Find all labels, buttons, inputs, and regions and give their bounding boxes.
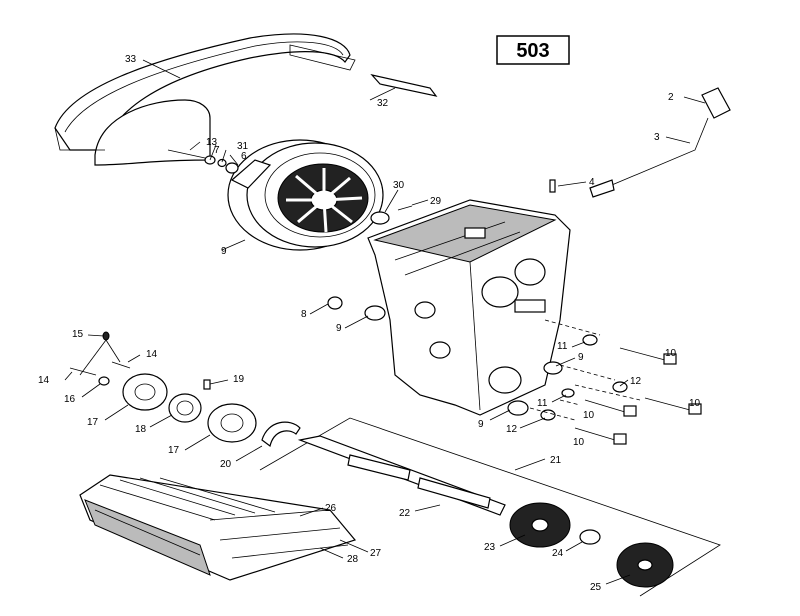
- callout-16: 16: [64, 394, 76, 405]
- callout-9-washer: 9: [336, 323, 342, 334]
- callout-10-right: 10: [689, 398, 701, 409]
- driven-pulley: [227, 139, 384, 251]
- callout-20: 20: [220, 459, 232, 470]
- callout-29: 29: [430, 196, 442, 207]
- callout-9-lower: 9: [478, 419, 484, 430]
- page-number: 503: [516, 40, 549, 62]
- callout-4: 4: [589, 177, 595, 188]
- callout-26: 26: [325, 503, 337, 514]
- callout-3: 3: [654, 132, 660, 143]
- drive-axle: [259, 417, 721, 597]
- callout-13: 13: [206, 137, 218, 148]
- callout-11-lower: 11: [537, 398, 548, 409]
- callout-18: 18: [135, 424, 147, 435]
- leader-lines: [64, 59, 706, 585]
- drive-belt: [54, 33, 356, 166]
- callout-14-right: 14: [146, 349, 158, 360]
- track-section: [79, 474, 357, 581]
- callout-12-lower: 12: [506, 424, 518, 435]
- callout-17-left: 17: [87, 417, 99, 428]
- callout-labels: 33 32 2 3 4 13 7 31 6 9 30 29 8 9 11 10 …: [38, 54, 701, 593]
- callout-24: 24: [552, 548, 564, 559]
- callout-31: 31: [237, 141, 249, 152]
- callout-17-right: 17: [168, 445, 180, 456]
- shift-lever: [589, 87, 731, 198]
- nut-and-washers: [327, 296, 386, 321]
- callout-32: 32: [377, 98, 389, 109]
- callout-25: 25: [590, 582, 602, 593]
- right-bolts: [507, 319, 702, 445]
- callout-33: 33: [125, 54, 137, 65]
- callout-19: 19: [233, 374, 245, 385]
- bearing-group: [69, 331, 301, 448]
- pulley-spokes: [286, 168, 363, 233]
- callout-2: 2: [668, 92, 674, 103]
- callout-10-mid: 10: [583, 410, 595, 421]
- callout-11-upper: 11: [557, 341, 568, 352]
- gearbox-housing: [367, 199, 571, 416]
- callout-12-upper: 12: [630, 376, 642, 387]
- callout-30: 30: [393, 180, 405, 191]
- callout-6: 6: [241, 151, 247, 162]
- callout-7: 7: [214, 145, 220, 156]
- callout-14-left: 14: [38, 375, 50, 386]
- wear-strip-32: [370, 74, 438, 97]
- callout-10-upper: 10: [665, 348, 677, 359]
- callout-9-pulley: 9: [221, 246, 227, 257]
- callout-28: 28: [347, 554, 359, 565]
- callout-8: 8: [301, 309, 307, 320]
- callout-9-right: 9: [578, 352, 584, 363]
- small-pins: [370, 179, 556, 225]
- callout-21: 21: [550, 455, 562, 466]
- callout-15: 15: [72, 329, 84, 340]
- callout-10-lower: 10: [573, 437, 585, 448]
- callout-22: 22: [399, 508, 411, 519]
- drive-sprockets: [509, 502, 674, 588]
- callout-27: 27: [370, 548, 382, 559]
- page-number-box: 503: [496, 35, 570, 65]
- callout-23: 23: [484, 542, 496, 553]
